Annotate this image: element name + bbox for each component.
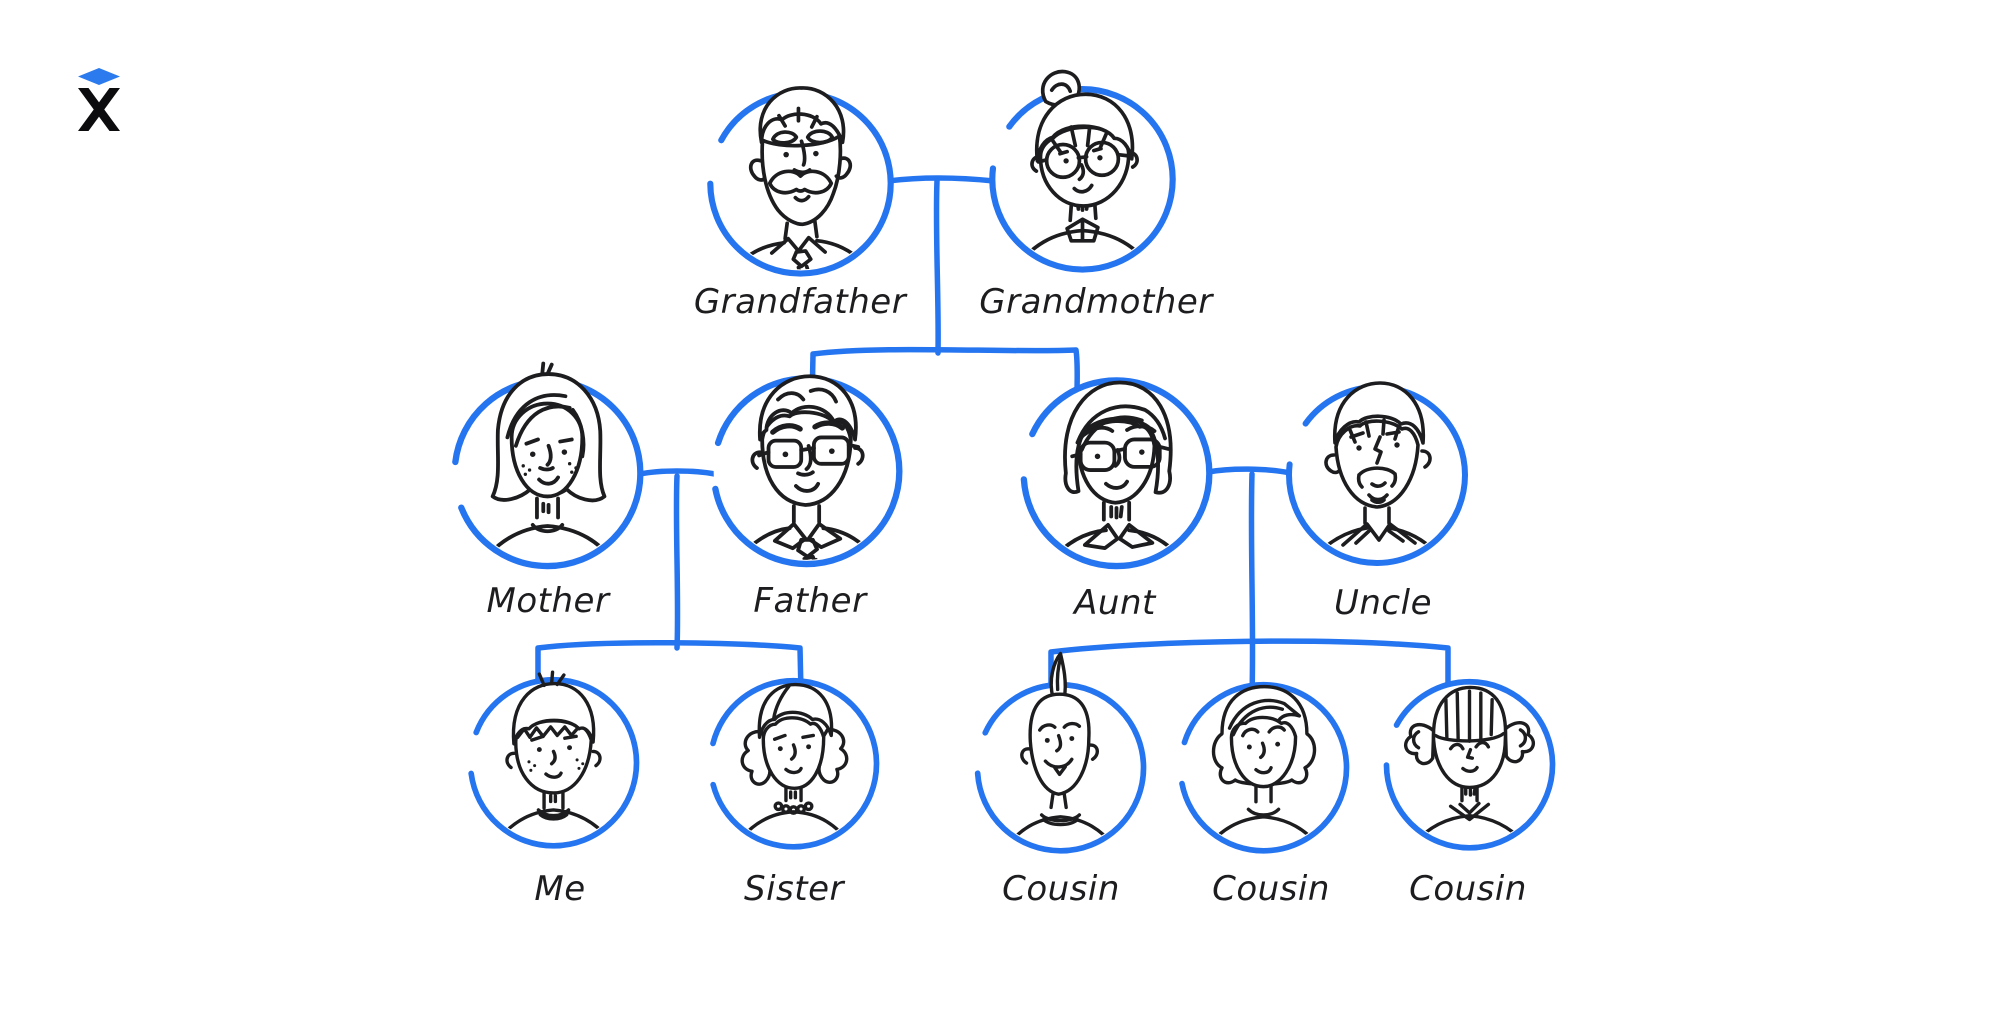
sister-avatar-icon (707, 677, 880, 850)
descend-line-aunt-uncle (1248, 471, 1256, 697)
label-father: Father (753, 581, 867, 621)
portrait-cousin-2 (1169, 647, 1358, 864)
branch-line-cousins (1048, 638, 1451, 703)
cousin-2-avatar-icon (1177, 681, 1350, 854)
label-grandfather: Grandfather (693, 282, 907, 322)
cousin-3-avatar-icon (1383, 678, 1556, 851)
label-me: Me (534, 869, 586, 909)
label-cousin-2: Cousin (1212, 869, 1330, 909)
portrait-grandfather (698, 52, 903, 288)
portrait-sister (699, 643, 888, 860)
cousin-1-avatar-icon (974, 651, 1147, 854)
logo-x-bar-2 (78, 88, 120, 131)
branch-line-me-sister (535, 639, 804, 695)
uncle-avatar-icon (1286, 381, 1468, 566)
couple-line-grandparents (885, 175, 997, 184)
portrait-aunt (1011, 338, 1222, 581)
grandmother-avatar-icon (989, 69, 1176, 273)
portrait-grandmother (980, 48, 1185, 284)
label-mother: Mother (486, 581, 610, 621)
grandfather-avatar-icon (707, 86, 894, 277)
portrait-cousin-3 (1375, 644, 1564, 861)
label-aunt: Aunt (1074, 583, 1156, 623)
logo-diamond (78, 68, 120, 85)
label-grandmother: Grandmother (979, 282, 1213, 322)
father-avatar-icon (710, 374, 903, 568)
couple-line-aunt-uncle (1205, 466, 1293, 476)
couple-line-mother-father (637, 468, 718, 477)
descend-line-grandparents (933, 178, 941, 356)
label-sister: Sister (744, 869, 844, 909)
descend-line-mother-father (673, 473, 681, 651)
portrait-cousin-1 (966, 647, 1155, 864)
branch-line-gen2 (809, 346, 1080, 399)
label-cousin-1: Cousin (1002, 869, 1120, 909)
portrait-mother (442, 338, 653, 581)
portrait-me (459, 642, 648, 859)
aunt-avatar-icon (1020, 377, 1213, 570)
mother-avatar-icon (451, 361, 644, 570)
mortarboard-x-logo-icon (78, 68, 120, 131)
label-uncle: Uncle (1334, 583, 1432, 623)
label-cousin-3: Cousin (1409, 869, 1527, 909)
portrait-uncle (1277, 347, 1477, 577)
me-avatar-icon (467, 670, 640, 849)
portrait-father (701, 336, 912, 579)
